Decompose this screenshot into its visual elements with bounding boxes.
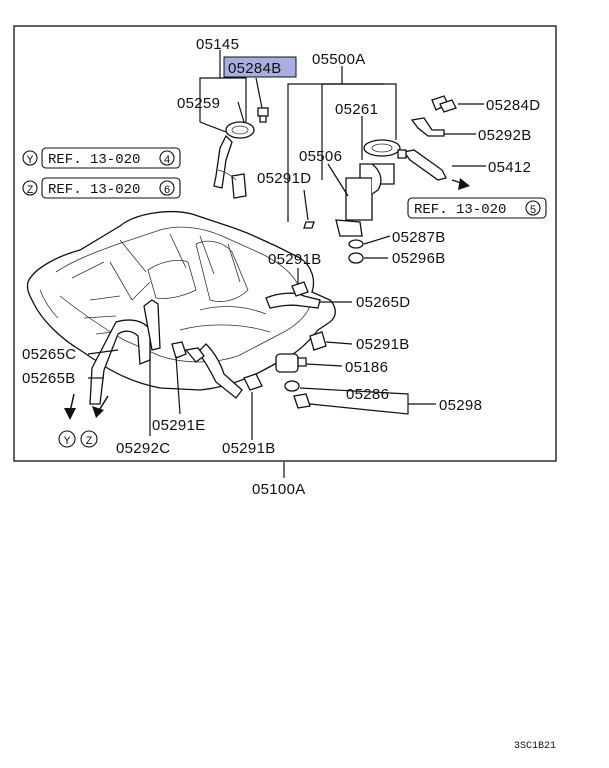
fuel-pump-module [335,139,401,237]
clip-05291b-lower [243,373,263,391]
highlight-box [223,56,297,78]
ref-y-num: 4 [164,155,171,167]
clip-05291b-upper [291,281,309,297]
label-05412[interactable]: 05412 [488,159,531,176]
seal-05296b [348,252,364,264]
label-05284d[interactable]: 05284D [486,97,540,114]
label-05261[interactable]: 05261 [335,101,378,118]
ref-y-letter: Y [27,155,34,167]
ref-z[interactable]: Z REF. 13-020 6 [22,177,181,199]
bolt-05284d [431,95,457,113]
leader-lines [64,50,486,478]
label-05296b[interactable]: 05296B [392,250,446,267]
label-05265d[interactable]: 05265D [356,294,410,311]
ref-5-text: REF. 13-020 [414,202,506,218]
ref-5-num: 5 [530,205,537,217]
ref-y-text: REF. 13-020 [48,152,140,168]
ref-z-letter: Z [27,185,34,197]
valve-05298 [293,393,311,409]
bottom-z-letter: Z [86,436,93,448]
label-05286[interactable]: 05286 [346,386,389,403]
ref-z-text: REF. 13-020 [48,182,140,198]
label-05291b-middle[interactable]: 05291B [356,336,410,353]
label-05291b-lower[interactable]: 05291B [222,440,276,457]
ref-y[interactable]: Y REF. 13-020 4 [22,147,181,169]
label-05292c[interactable]: 05292C [116,440,170,457]
corner-code: 3SC1B21 [514,741,556,752]
fuel-gauge-unit [213,121,255,199]
label-05265c[interactable]: 05265C [22,346,76,363]
label-05292b[interactable]: 05292B [478,127,532,144]
bracket-05292b [410,117,445,137]
label-05287b[interactable]: 05287B [392,229,446,246]
diagram-frame [13,25,557,462]
ref-z-num: 6 [164,185,171,197]
grommet-05286 [284,380,300,392]
ref-5[interactable]: REF. 13-020 5 [407,197,547,219]
bottom-y-letter: Y [64,436,71,448]
valve-05186 [275,353,307,373]
label-05291e[interactable]: 05291E [152,417,206,434]
label-05291d[interactable]: 05291D [257,170,311,187]
bolt-05284b [257,107,269,123]
label-05265b[interactable]: 05265B [22,370,76,387]
label-05298[interactable]: 05298 [439,397,482,414]
bottom-y-z-markers[interactable]: Y Z [58,430,98,448]
label-05506[interactable]: 05506 [299,148,342,165]
label-05259[interactable]: 05259 [177,95,220,112]
label-05284b[interactable]: 05284B [228,60,282,77]
o-ring-05287b [348,239,364,249]
clip-05291b-middle [309,331,327,351]
label-05186[interactable]: 05186 [345,359,388,376]
label-05291b-upper[interactable]: 05291B [268,251,322,268]
label-05100a[interactable]: 05100A [252,481,306,498]
label-05500a[interactable]: 05500A [312,51,366,68]
fuel-line-05412 [397,149,470,190]
filler-hoses [89,292,321,405]
clip-05291d [303,221,315,229]
label-05145[interactable]: 05145 [196,36,239,53]
